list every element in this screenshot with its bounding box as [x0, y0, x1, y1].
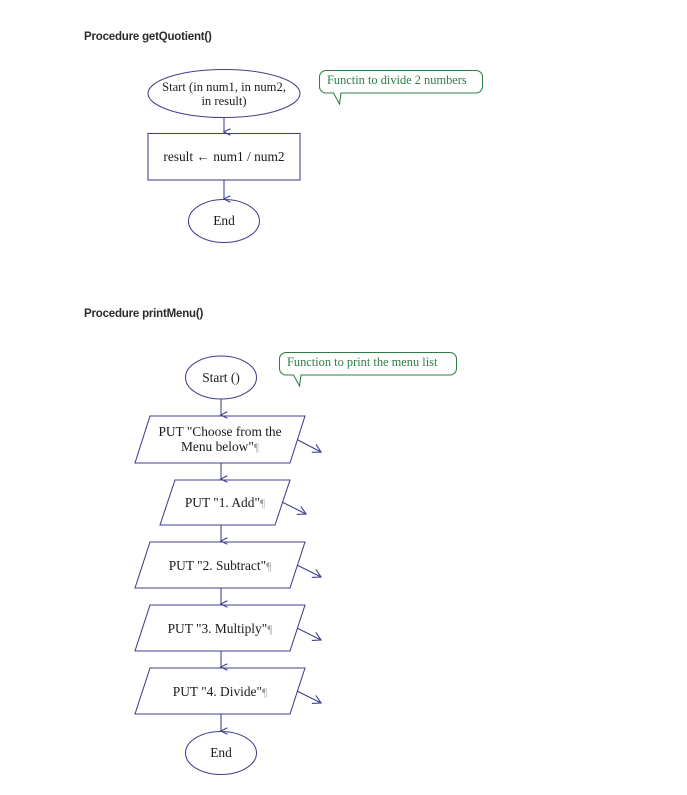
output-arrow-multiply: [296, 627, 323, 641]
callout-label-getquotient: Functin to divide 2 numbers: [327, 73, 467, 87]
callout-bubble-2: [278, 351, 458, 388]
shape-io-add: [159, 479, 291, 526]
shape-io-subtract: [134, 541, 306, 589]
callout-bubble-1: [318, 69, 484, 106]
shape-start-getquotient: [147, 68, 301, 119]
node-label-io-add: PUT "1. Add"¶: [184, 495, 266, 510]
callout-label-printmenu: Function to print the menu list: [287, 355, 438, 369]
pilcrow-icon: ¶: [261, 687, 268, 699]
node-label-end-printmenu: End: [210, 745, 232, 760]
node-label-io-multiply: PUT "3. Multiply"¶: [167, 621, 273, 636]
shape-start-printmenu: [184, 355, 258, 400]
procedure-heading-getquotient: Procedure getQuotient(): [84, 31, 212, 43]
output-arrow-add: [281, 501, 308, 515]
output-arrow-choose-menu: [296, 439, 323, 453]
shape-io-multiply: [134, 604, 306, 652]
pilcrow-icon: ¶: [266, 561, 272, 573]
pilcrow-icon: ¶: [259, 498, 266, 510]
shape-io-divide: [134, 667, 306, 715]
shape-process-result: [147, 132, 301, 181]
node-label-start-printmenu: Start (): [202, 370, 240, 385]
node-label-process-result: result ← num1 / num2: [163, 149, 285, 164]
shape-end-getquotient: [187, 198, 261, 244]
node-label-end-getquotient: End: [213, 213, 235, 228]
pilcrow-icon: ¶: [253, 442, 259, 454]
node-label-start-getquotient: Start (in num1, in num2, in result): [162, 80, 286, 109]
output-arrow-subtract: [296, 564, 323, 578]
node-label-io-choose-menu: PUT "Choose from the Menu below"¶: [158, 424, 282, 454]
node-label-io-divide: PUT "4. Divide"¶: [172, 684, 268, 699]
output-arrow-divide: [296, 690, 323, 704]
shape-end-printmenu: [184, 730, 258, 776]
procedure-heading-printmenu: Procedure printMenu(): [84, 308, 204, 320]
node-label-io-subtract: PUT "2. Subtract"¶: [168, 558, 272, 573]
pilcrow-icon: ¶: [267, 624, 273, 636]
shape-io-choose-menu: [134, 415, 306, 464]
